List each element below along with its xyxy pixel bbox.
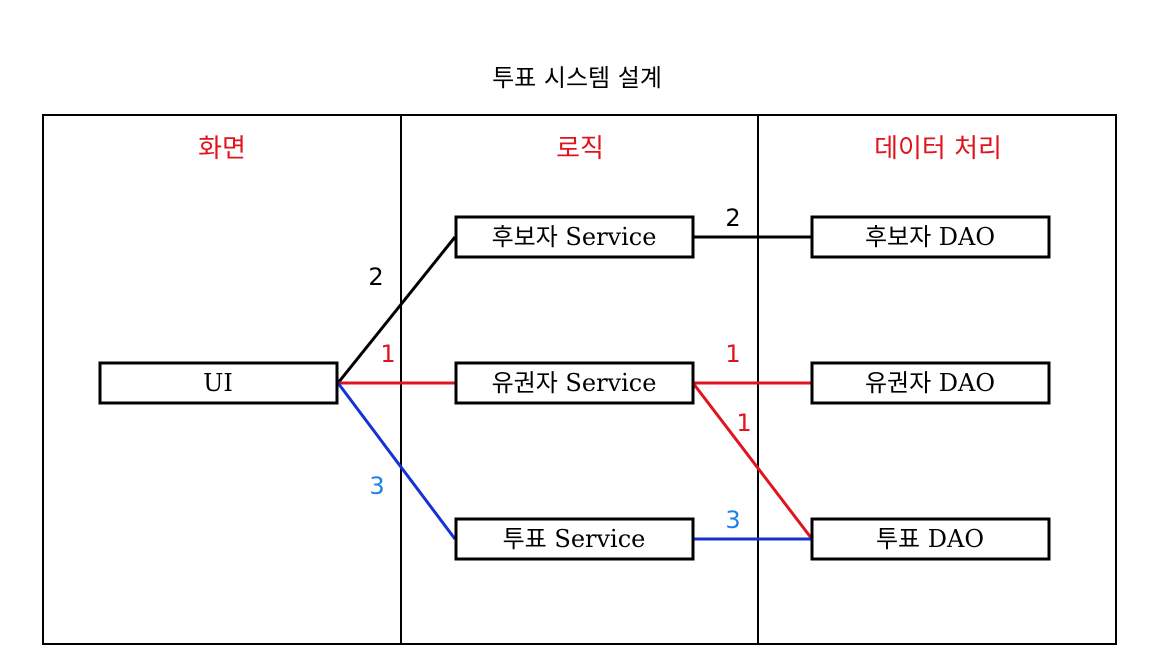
node-candidate-service-label: 후보자 Service (492, 223, 657, 251)
node-ui-label: UI (203, 369, 233, 397)
edge-ui-candidate-service (336, 236, 457, 384)
node-vote-dao: 투표 DAO (810, 517, 1051, 561)
edge-label-voter-service-vote-dao: 1 (736, 409, 751, 437)
edge-label-vote-service-vote-dao: 3 (725, 506, 740, 534)
edge-voter-service-vote-dao (691, 382, 814, 540)
column-header-screen: 화면 (198, 134, 246, 164)
edges (336, 235, 814, 541)
edge-label-ui-voter-service: 1 (380, 340, 395, 368)
diagram-frame (42, 114, 1117, 645)
column-header-logic: 로직 (556, 134, 604, 164)
node-voter-dao: 유권자 DAO (810, 361, 1051, 405)
node-ui: UI (98, 361, 339, 405)
edge-label-ui-vote-service: 3 (369, 472, 384, 500)
edge-label-candidate-service-candidate-dao: 2 (725, 204, 740, 232)
edge-labels: 2 2 1 1 1 3 3 (368, 204, 751, 534)
node-vote-service: 투표 Service (454, 517, 695, 561)
node-candidate-dao: 후보자 DAO (810, 215, 1051, 259)
node-vote-dao-label: 투표 DAO (876, 525, 984, 553)
node-candidate-dao-label: 후보자 DAO (865, 223, 995, 251)
edge-label-voter-service-voter-dao: 1 (725, 340, 740, 368)
node-voter-dao-label: 유권자 DAO (865, 369, 995, 397)
edge-ui-vote-service (336, 382, 457, 540)
node-vote-service-label: 투표 Service (503, 525, 646, 553)
node-candidate-service: 후보자 Service (454, 215, 695, 259)
node-voter-service-label: 유권자 Service (492, 369, 657, 397)
node-voter-service: 유권자 Service (454, 361, 695, 405)
edge-label-ui-candidate-service: 2 (368, 263, 383, 291)
diagram-title: 투표 시스템 설계 (492, 64, 662, 92)
column-header-data: 데이터 처리 (874, 134, 1002, 164)
